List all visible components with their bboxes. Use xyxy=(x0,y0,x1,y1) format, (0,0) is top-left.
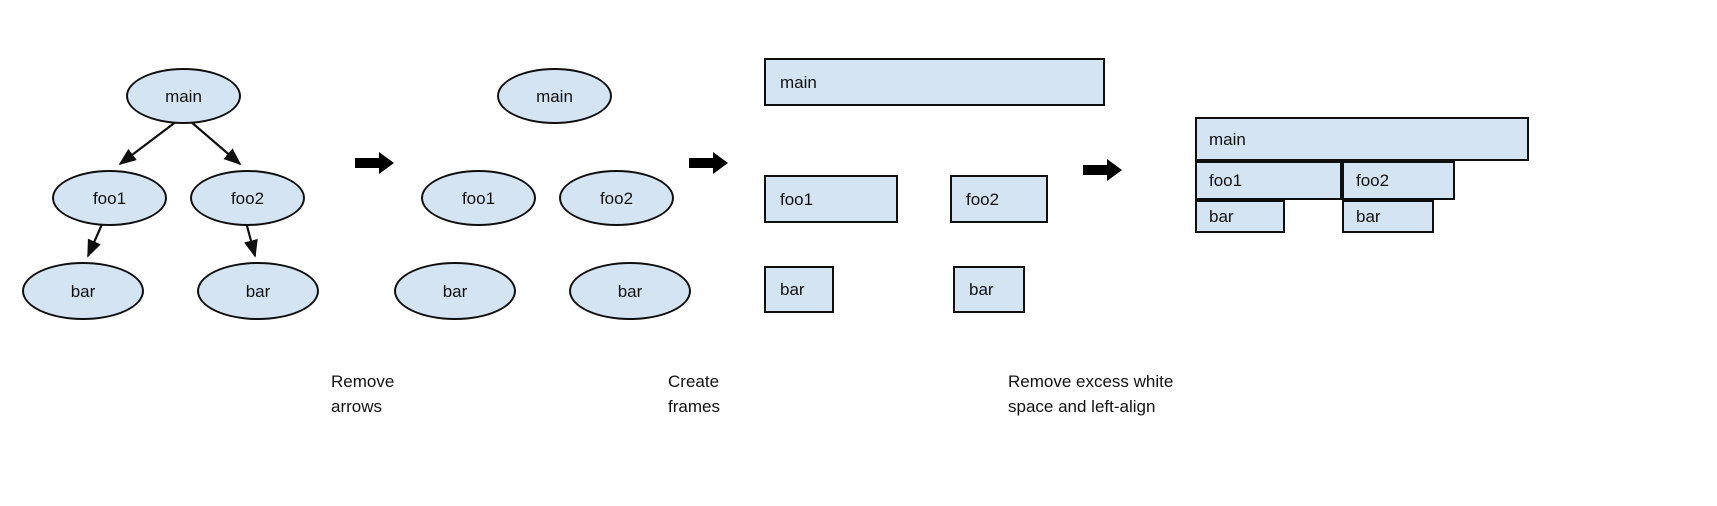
tree-node-foo2[interactable]: foo2 xyxy=(190,170,305,226)
tree-node-bar1[interactable]: bar xyxy=(22,262,144,320)
noarrow-node-foo1[interactable]: foo1 xyxy=(421,170,536,226)
step-arrow-2-icon xyxy=(689,151,729,175)
flame-bar1-label: bar xyxy=(1209,207,1234,226)
flame-foo2-label: foo2 xyxy=(1356,171,1390,190)
tree-node-bar2[interactable]: bar xyxy=(197,262,319,320)
frame-bar2-label: bar xyxy=(969,280,994,299)
tree-node-foo1[interactable]: foo1 xyxy=(52,170,167,226)
flame-main-label: main xyxy=(1209,129,1246,149)
frame-bar2[interactable]: bar xyxy=(953,266,1025,313)
frame-foo2-label: foo2 xyxy=(966,189,1000,209)
step-arrow-1-icon xyxy=(355,151,395,175)
flame-main[interactable]: main xyxy=(1195,117,1529,161)
frame-main-label: main xyxy=(780,72,817,92)
tree-node-foo1-label: foo1 xyxy=(92,188,127,208)
noarrow-node-bar1[interactable]: bar xyxy=(394,262,516,320)
edge-main-foo2 xyxy=(189,120,242,166)
frame-foo1[interactable]: foo1 xyxy=(764,175,898,223)
frame-foo1-label: foo1 xyxy=(780,189,814,209)
edge-foo2-bar2 xyxy=(244,221,258,258)
frame-bar1[interactable]: bar xyxy=(764,266,834,313)
flame-foo2[interactable]: foo2 xyxy=(1342,161,1455,200)
flame-foo1[interactable]: foo1 xyxy=(1195,161,1342,200)
caption-remove-arrows: Remove arrows xyxy=(331,372,395,416)
frame-bar1-label: bar xyxy=(780,280,805,299)
caption-remove-whitespace: Remove excess white space and left-align xyxy=(1008,372,1174,416)
edge-foo1-bar1 xyxy=(86,221,105,258)
flame-bar2[interactable]: bar xyxy=(1342,200,1434,233)
flame-bar2-label: bar xyxy=(1356,207,1381,226)
tree-node-bar1-label: bar xyxy=(70,281,96,301)
tree-node-main-label: main xyxy=(165,86,202,106)
tree-node-main[interactable]: main xyxy=(126,68,241,124)
tree-node-foo2-label: foo2 xyxy=(230,188,265,208)
noarrow-node-main-label: main xyxy=(536,86,573,106)
noarrow-node-main[interactable]: main xyxy=(497,68,612,124)
noarrow-node-foo1-label: foo1 xyxy=(461,188,496,208)
noarrow-node-bar2-label: bar xyxy=(617,281,643,301)
frame-main[interactable]: main xyxy=(764,58,1105,106)
flame-bar1[interactable]: bar xyxy=(1195,200,1285,233)
noarrow-node-foo2[interactable]: foo2 xyxy=(559,170,674,226)
noarrow-node-bar2[interactable]: bar xyxy=(569,262,691,320)
step-arrow-3-icon xyxy=(1083,158,1123,182)
frame-foo2[interactable]: foo2 xyxy=(950,175,1048,223)
noarrow-node-foo2-label: foo2 xyxy=(599,188,634,208)
edge-main-foo1 xyxy=(118,120,178,166)
flame-foo1-label: foo1 xyxy=(1209,171,1243,190)
noarrow-node-bar1-label: bar xyxy=(442,281,468,301)
tree-node-bar2-label: bar xyxy=(245,281,271,301)
caption-create-frames: Create frames xyxy=(668,372,720,416)
